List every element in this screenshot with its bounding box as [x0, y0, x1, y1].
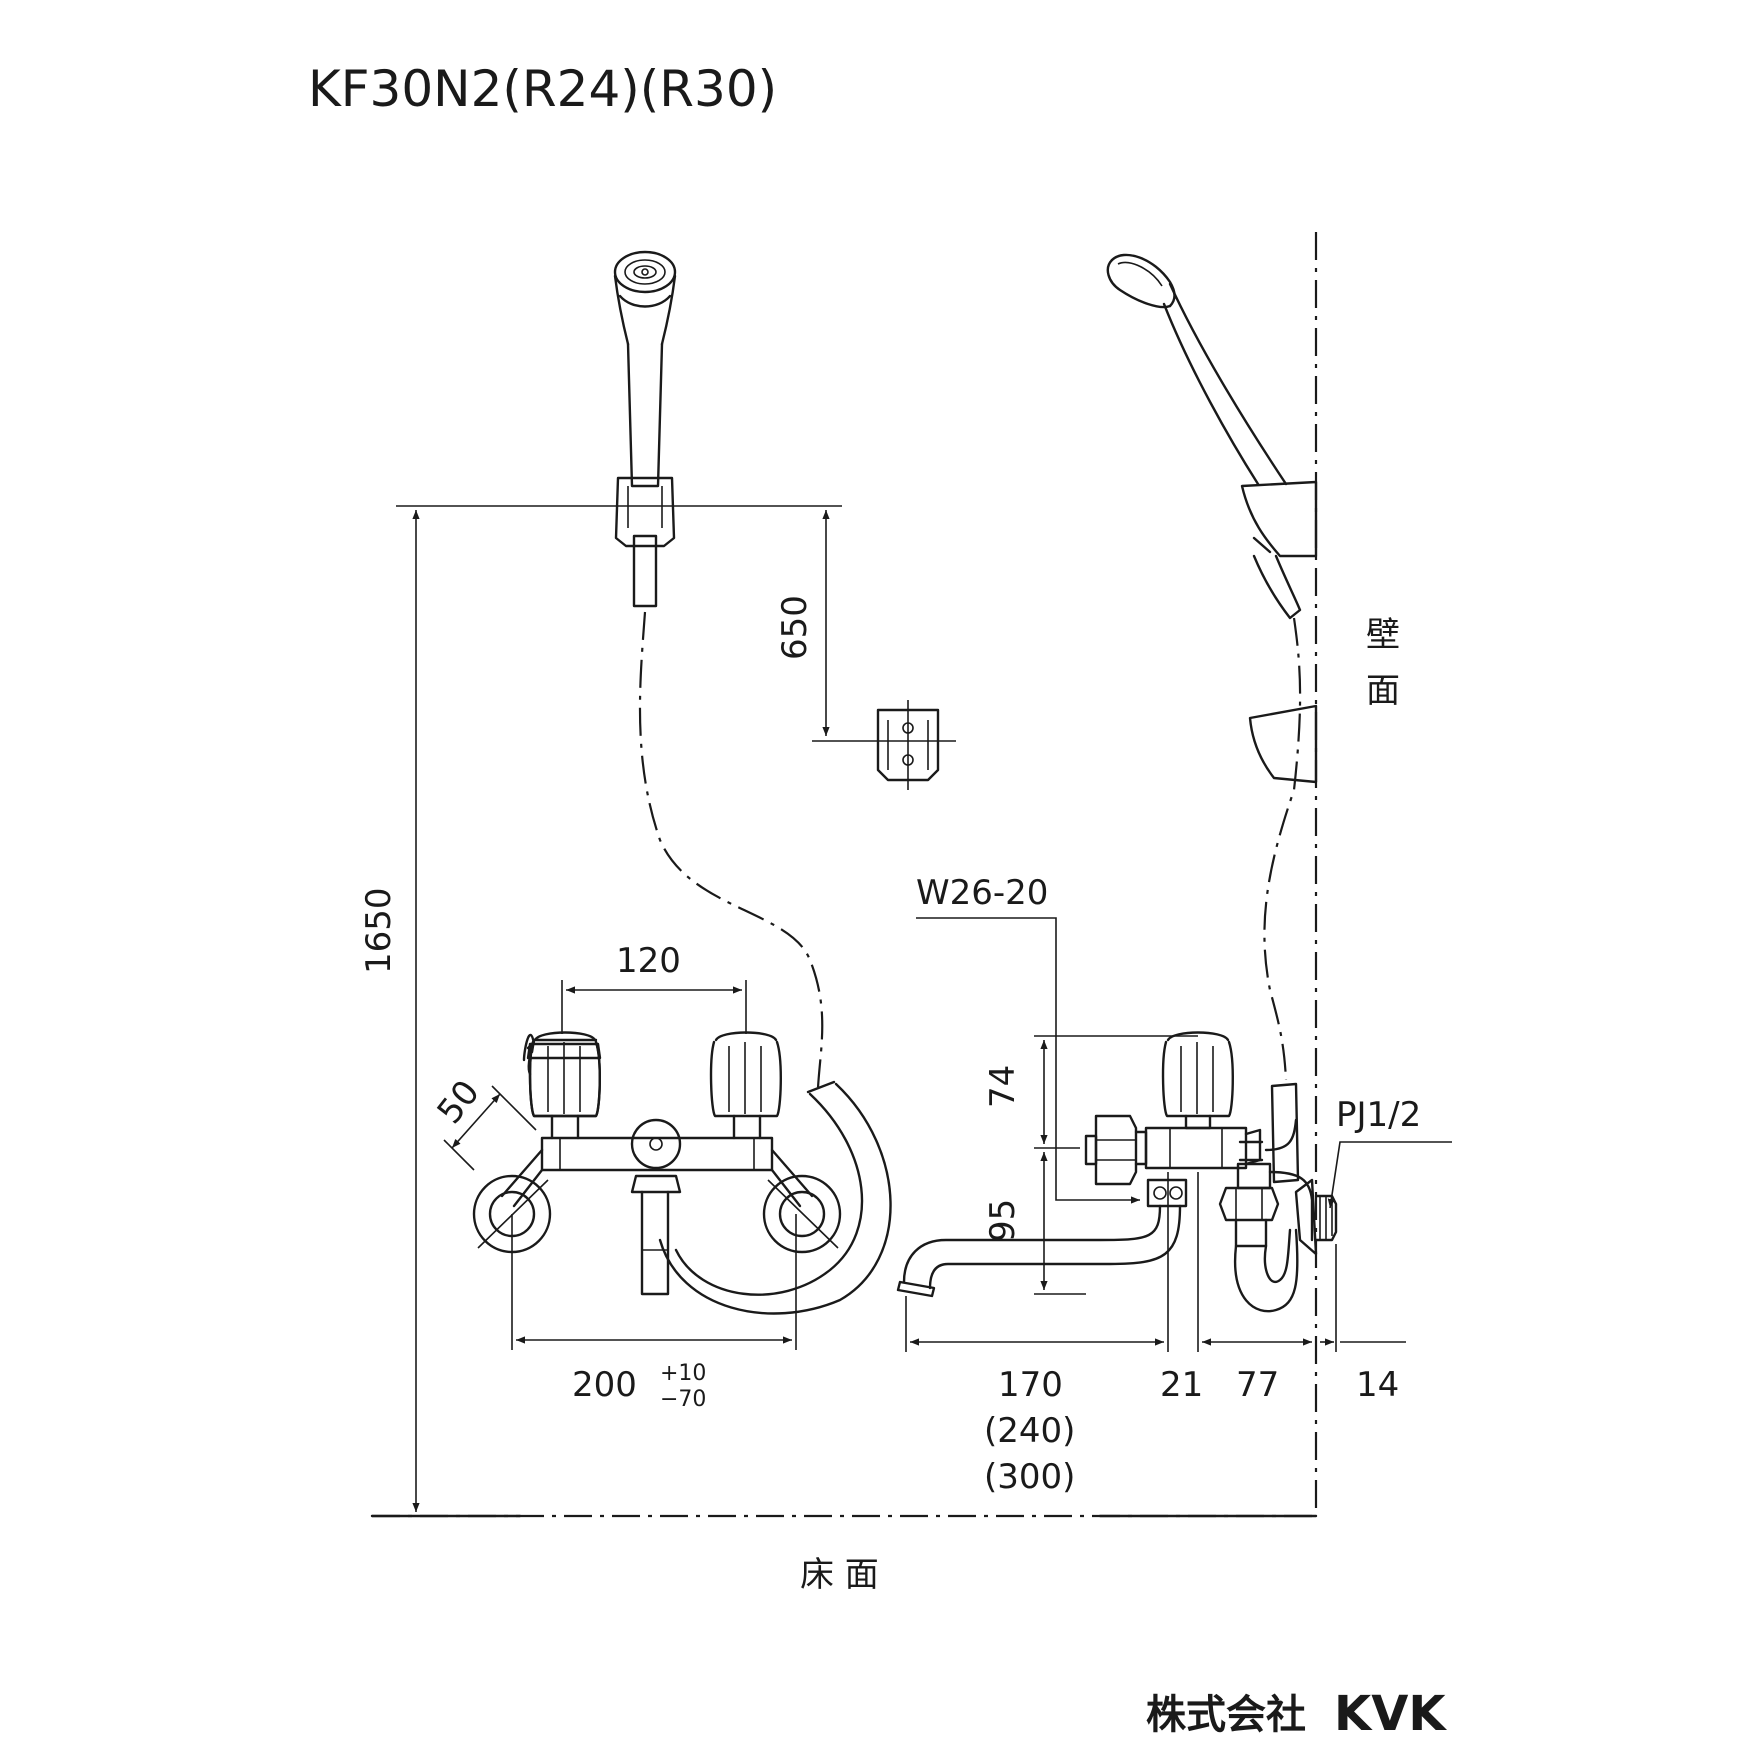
- dim-21-label: 21: [1160, 1365, 1203, 1405]
- dim-50-label: 50: [430, 1073, 488, 1132]
- dim-horizontal-side: 170 (240) (300) 21 77 14: [905, 1172, 1406, 1497]
- front-view: 1650 650 120 50 200 +10 −70: [359, 250, 956, 1512]
- tolerance-minus: −70: [660, 1387, 706, 1412]
- dim-200: 200 +10 −70: [511, 1214, 797, 1412]
- dim-95-label: 95: [983, 1199, 1023, 1242]
- dim-650-label: 650: [775, 595, 815, 660]
- company-prefix: 株式会社: [1146, 1692, 1306, 1738]
- shower-holder-side: [1240, 480, 1318, 620]
- label-pj: PJ1/2: [1336, 1095, 1421, 1135]
- shower-holder-front: [614, 476, 676, 608]
- wall-hook-front: [812, 700, 956, 790]
- shower-head-side: [1106, 253, 1288, 486]
- wall-hook-side: [1248, 704, 1318, 784]
- label-w26-20: W26-20: [916, 873, 1048, 913]
- company-name: KVK: [1334, 1686, 1447, 1742]
- dim-650: 650: [775, 510, 830, 736]
- drawing-title: KF30N2(R24)(R30): [308, 60, 777, 118]
- dim-50: 50: [430, 1073, 537, 1171]
- dim-77-label: 77: [1236, 1365, 1279, 1405]
- dim-300-label: (300): [984, 1457, 1075, 1497]
- leader-pj: PJ1/2: [1327, 1095, 1452, 1209]
- dim-200-label: 200: [572, 1365, 637, 1405]
- dim-120: 120: [561, 941, 747, 1034]
- dim-74-label: 74: [983, 1065, 1023, 1108]
- floor-label: 床 面: [800, 1555, 879, 1595]
- wall-label-bottom: 面: [1366, 671, 1400, 711]
- side-view: W26-20 PJ1/2 74 95 170 (: [896, 232, 1452, 1516]
- dim-74-95: 74 95: [983, 1035, 1198, 1295]
- mixer-body-front: [472, 1031, 892, 1315]
- shower-head-front: [613, 250, 677, 488]
- dim-240-label: (240): [984, 1411, 1075, 1451]
- dim-1650-label: 1650: [359, 887, 399, 974]
- hose-side: [1263, 617, 1302, 1081]
- leader-w26-20: W26-20: [916, 873, 1140, 1204]
- dim-1650: 1650: [359, 505, 842, 1512]
- dim-120-label: 120: [616, 941, 681, 981]
- tolerance-plus: +10: [660, 1361, 706, 1386]
- dim-14-label: 14: [1356, 1365, 1399, 1405]
- hose-front: [638, 611, 824, 1089]
- mixer-body-side: [896, 1031, 1338, 1313]
- dim-170-label: 170: [998, 1365, 1063, 1405]
- wall-label-top: 壁: [1366, 615, 1400, 655]
